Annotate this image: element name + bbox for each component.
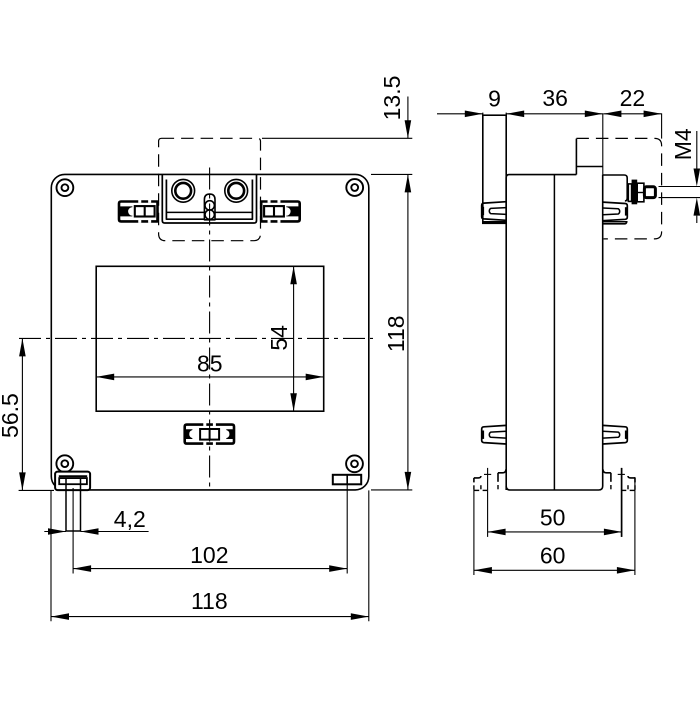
svg-text:22: 22 (620, 85, 646, 111)
svg-text:50: 50 (540, 505, 566, 531)
svg-text:4,2: 4,2 (114, 506, 146, 532)
svg-text:118: 118 (383, 315, 409, 352)
svg-text:54: 54 (266, 325, 292, 351)
svg-text:M4: M4 (670, 128, 696, 160)
svg-text:118: 118 (191, 588, 228, 614)
svg-text:36: 36 (542, 85, 568, 111)
svg-text:9: 9 (488, 86, 501, 112)
svg-text:13.5: 13.5 (379, 76, 405, 121)
svg-text:85: 85 (197, 350, 223, 376)
svg-text:102: 102 (190, 542, 228, 568)
svg-text:60: 60 (540, 543, 566, 569)
svg-text:56.5: 56.5 (0, 393, 23, 438)
